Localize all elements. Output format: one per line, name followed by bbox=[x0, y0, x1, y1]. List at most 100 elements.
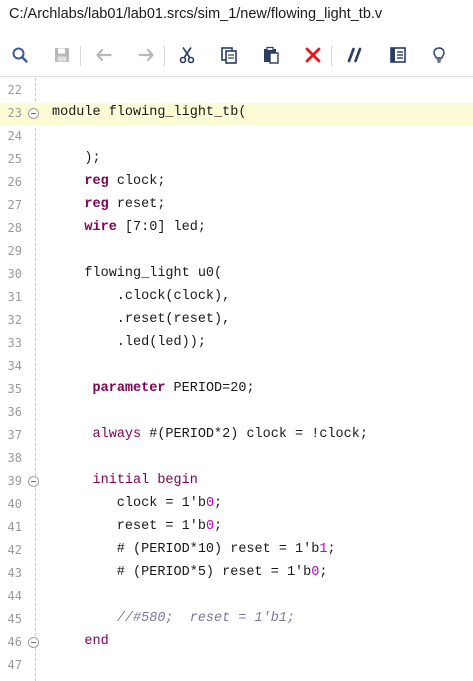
code-token bbox=[52, 611, 117, 626]
code-token: always bbox=[92, 427, 142, 442]
fold-toggle-icon[interactable] bbox=[28, 108, 39, 119]
fold-toggle-icon[interactable] bbox=[28, 637, 39, 648]
code-token: #(PERIOD*2) clock = !clock; bbox=[141, 427, 368, 442]
code-token: reset = 1'b bbox=[52, 519, 206, 534]
comment-slashes-icon bbox=[347, 47, 362, 63]
code-token: 0 bbox=[205, 496, 215, 511]
code-line[interactable]: 31 .clock(clock), bbox=[0, 287, 473, 310]
search-icon bbox=[12, 47, 28, 63]
code-line[interactable]: 26 reg clock; bbox=[0, 172, 473, 195]
code-text: ); bbox=[52, 151, 101, 166]
code-line[interactable]: 22 bbox=[0, 80, 473, 103]
line-number: 30 bbox=[7, 267, 22, 281]
code-token bbox=[52, 381, 93, 396]
code-token: ; bbox=[214, 519, 223, 534]
code-line[interactable]: 45 //#580; reset = 1'b1; bbox=[0, 609, 473, 632]
code-line[interactable]: 27 reg reset; bbox=[0, 195, 473, 218]
fold-toggle-icon[interactable] bbox=[28, 476, 39, 487]
search-button[interactable] bbox=[7, 42, 33, 68]
code-token bbox=[52, 634, 84, 649]
code-token: 1 bbox=[319, 542, 328, 557]
insert-template-button[interactable] bbox=[385, 42, 411, 68]
code-line[interactable]: 38 bbox=[0, 448, 473, 471]
code-line[interactable]: 39 initial begin bbox=[0, 471, 473, 494]
code-text: reg clock; bbox=[52, 174, 165, 189]
line-number: 44 bbox=[7, 589, 22, 603]
line-number: 36 bbox=[7, 405, 22, 419]
code-line[interactable]: 43 # (PERIOD*5) reset = 1'b0; bbox=[0, 563, 473, 586]
code-line[interactable]: 30 flowing_light u0( bbox=[0, 264, 473, 287]
line-number: 26 bbox=[7, 175, 22, 189]
line-number: 37 bbox=[7, 428, 22, 442]
redo-button[interactable] bbox=[133, 42, 159, 68]
code-token: clock = 1'b bbox=[52, 496, 206, 511]
line-number: 40 bbox=[7, 497, 22, 511]
code-token: ); bbox=[52, 151, 101, 166]
code-token: reg bbox=[84, 197, 109, 212]
line-number: 27 bbox=[7, 198, 22, 212]
delete-button[interactable] bbox=[300, 42, 326, 68]
code-token: wire bbox=[84, 220, 117, 235]
code-line[interactable]: 25 ); bbox=[0, 149, 473, 172]
code-line[interactable]: 37 always #(PERIOD*2) clock = !clock; bbox=[0, 425, 473, 448]
lightbulb-icon bbox=[433, 47, 445, 63]
paste-button[interactable] bbox=[258, 42, 284, 68]
code-line[interactable]: 41 reset = 1'b0; bbox=[0, 517, 473, 540]
line-number: 25 bbox=[7, 152, 22, 166]
code-token: ; bbox=[214, 496, 223, 511]
copy-button[interactable] bbox=[216, 42, 242, 68]
toolbar-separator bbox=[80, 46, 81, 66]
scissors-icon bbox=[179, 47, 195, 64]
code-token bbox=[52, 427, 93, 442]
code-token bbox=[52, 473, 93, 488]
undo-button[interactable] bbox=[91, 42, 117, 68]
code-token: end bbox=[84, 634, 109, 649]
line-number: 39 bbox=[7, 474, 22, 488]
editor-title-bar: C:/Archlabs/lab01/lab01.srcs/sim_1/new/f… bbox=[0, 0, 473, 30]
code-token: .reset(reset), bbox=[52, 312, 231, 327]
code-line[interactable]: 44 bbox=[0, 586, 473, 609]
code-token bbox=[52, 220, 84, 235]
cut-button[interactable] bbox=[174, 42, 200, 68]
comment-toggle-button[interactable] bbox=[342, 42, 368, 68]
code-token: # (PERIOD*5) reset = 1'b bbox=[52, 565, 312, 580]
line-number: 34 bbox=[7, 359, 22, 373]
line-number: 31 bbox=[7, 290, 22, 304]
code-line[interactable]: 35 parameter PERIOD=20; bbox=[0, 379, 473, 402]
line-number: 47 bbox=[7, 658, 22, 672]
line-number: 28 bbox=[7, 221, 22, 235]
code-line[interactable]: 40 clock = 1'b0; bbox=[0, 494, 473, 517]
code-text: reset = 1'b0; bbox=[52, 519, 222, 534]
code-text: reg reset; bbox=[52, 197, 165, 212]
save-button[interactable] bbox=[49, 42, 75, 68]
code-text: always #(PERIOD*2) clock = !clock; bbox=[52, 427, 368, 442]
code-line[interactable]: 36 bbox=[0, 402, 473, 425]
code-line[interactable]: 28 wire [7:0] led; bbox=[0, 218, 473, 241]
code-line[interactable]: 47 bbox=[0, 655, 473, 678]
code-line[interactable]: 24 bbox=[0, 126, 473, 149]
code-text: module flowing_light_tb( bbox=[52, 105, 246, 120]
line-number: 33 bbox=[7, 336, 22, 350]
code-text: clock = 1'b0; bbox=[52, 496, 222, 511]
line-number: 38 bbox=[7, 451, 22, 465]
gutter-divider bbox=[35, 78, 36, 681]
code-line[interactable]: 34 bbox=[0, 356, 473, 379]
line-number: 24 bbox=[7, 129, 22, 143]
code-token: clock; bbox=[108, 174, 166, 189]
code-token: reg bbox=[84, 174, 109, 189]
code-line[interactable]: 42 # (PERIOD*10) reset = 1'b1; bbox=[0, 540, 473, 563]
code-token: 0 bbox=[311, 565, 320, 580]
code-line[interactable]: 32 .reset(reset), bbox=[0, 310, 473, 333]
toolbar-separator bbox=[331, 46, 332, 66]
code-line[interactable]: 29 bbox=[0, 241, 473, 264]
copy-icon bbox=[221, 47, 237, 64]
code-line[interactable]: 46 end bbox=[0, 632, 473, 655]
code-token: [7:0] led; bbox=[116, 220, 206, 235]
toolbar-separator bbox=[164, 46, 165, 66]
code-text: # (PERIOD*5) reset = 1'b0; bbox=[52, 565, 328, 580]
code-token: ; bbox=[319, 565, 328, 580]
hint-button[interactable] bbox=[426, 42, 452, 68]
code-line[interactable]: 33 .led(led)); bbox=[0, 333, 473, 356]
